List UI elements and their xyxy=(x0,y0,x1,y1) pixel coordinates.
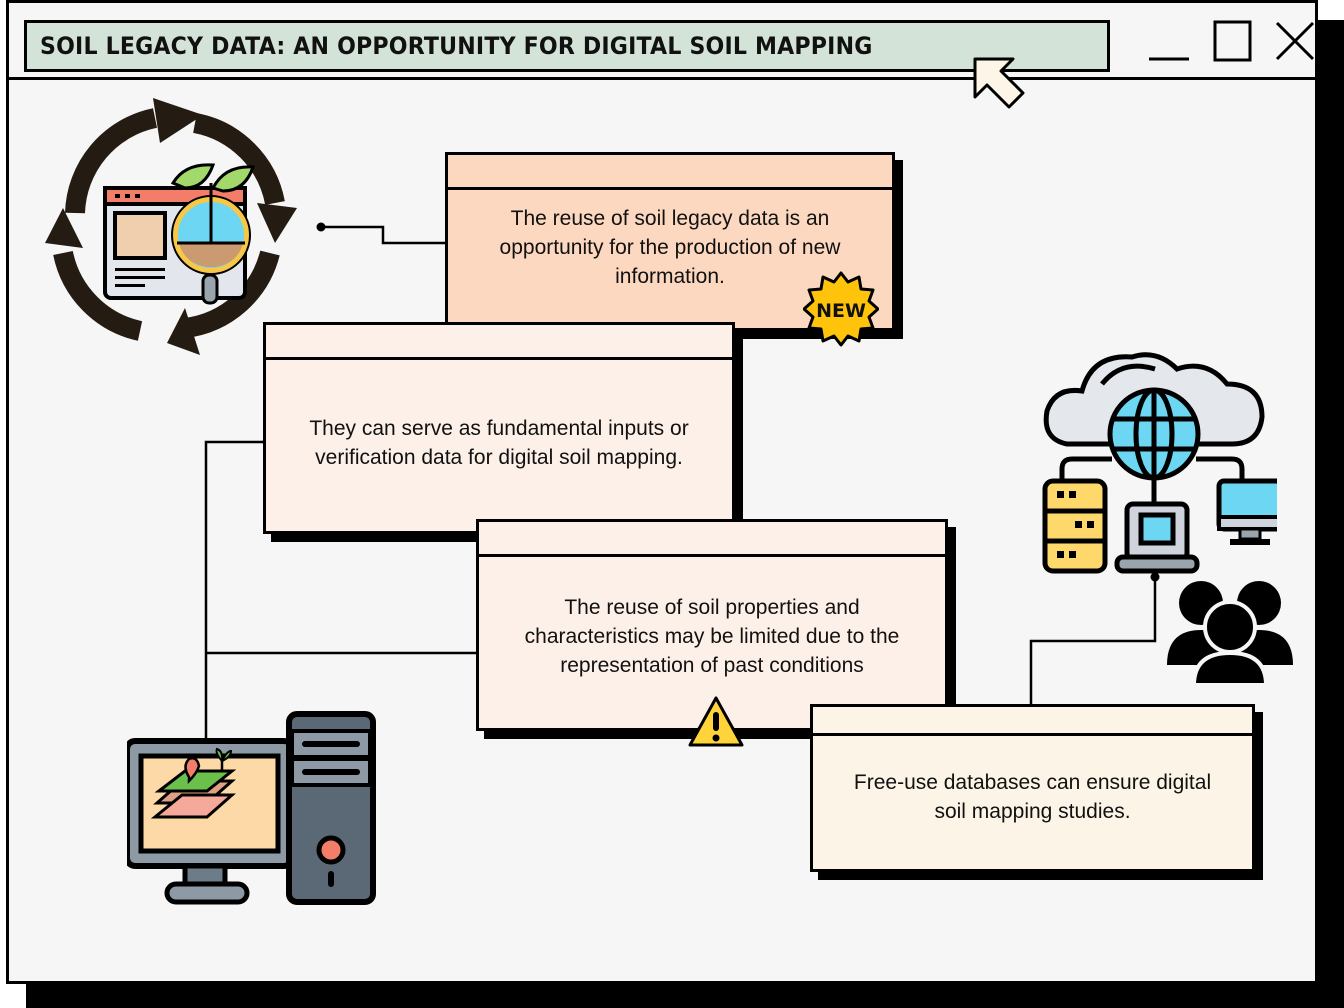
card-text: The reuse of soil properties and charact… xyxy=(524,596,900,677)
card-text: They can serve as fundamental inputs or … xyxy=(309,416,689,469)
computer-soil-map-icon xyxy=(127,711,377,907)
info-card-limitations: The reuse of soil properties and charact… xyxy=(476,519,948,731)
page-title: SOIL LEGACY DATA: AN OPPORTUNITY FOR DIG… xyxy=(40,32,873,60)
recycle-data-plant-magnifier-icon xyxy=(35,93,305,363)
card-text: The reuse of soil legacy data is an oppo… xyxy=(499,206,841,288)
maximize-button[interactable] xyxy=(1211,19,1255,63)
titlebar-divider xyxy=(9,77,1315,80)
cloud-network-icon xyxy=(1037,339,1277,579)
card-header xyxy=(479,522,945,557)
card-text: Free-use databases can ensure digital so… xyxy=(853,770,1212,823)
new-badge: NEW xyxy=(803,271,879,347)
minimize-icon xyxy=(1149,57,1189,61)
users-group-icon xyxy=(1167,575,1293,687)
info-card-fundamental-inputs: They can serve as fundamental inputs or … xyxy=(263,322,735,534)
warning-icon xyxy=(687,695,745,749)
minimize-button[interactable] xyxy=(1147,19,1191,63)
maximize-icon xyxy=(1213,20,1252,62)
pointer-cursor-icon xyxy=(971,55,1027,111)
card-header xyxy=(448,155,892,190)
close-button[interactable] xyxy=(1273,19,1317,63)
diagram-window: SOIL LEGACY DATA: AN OPPORTUNITY FOR DIG… xyxy=(6,0,1318,984)
close-icon xyxy=(1275,21,1315,61)
info-card-free-databases: Free-use databases can ensure digital so… xyxy=(810,704,1255,872)
card-header xyxy=(266,325,732,360)
title-bar: SOIL LEGACY DATA: AN OPPORTUNITY FOR DIG… xyxy=(24,20,1110,72)
card-header xyxy=(813,707,1252,736)
new-badge-label: NEW xyxy=(816,300,866,322)
